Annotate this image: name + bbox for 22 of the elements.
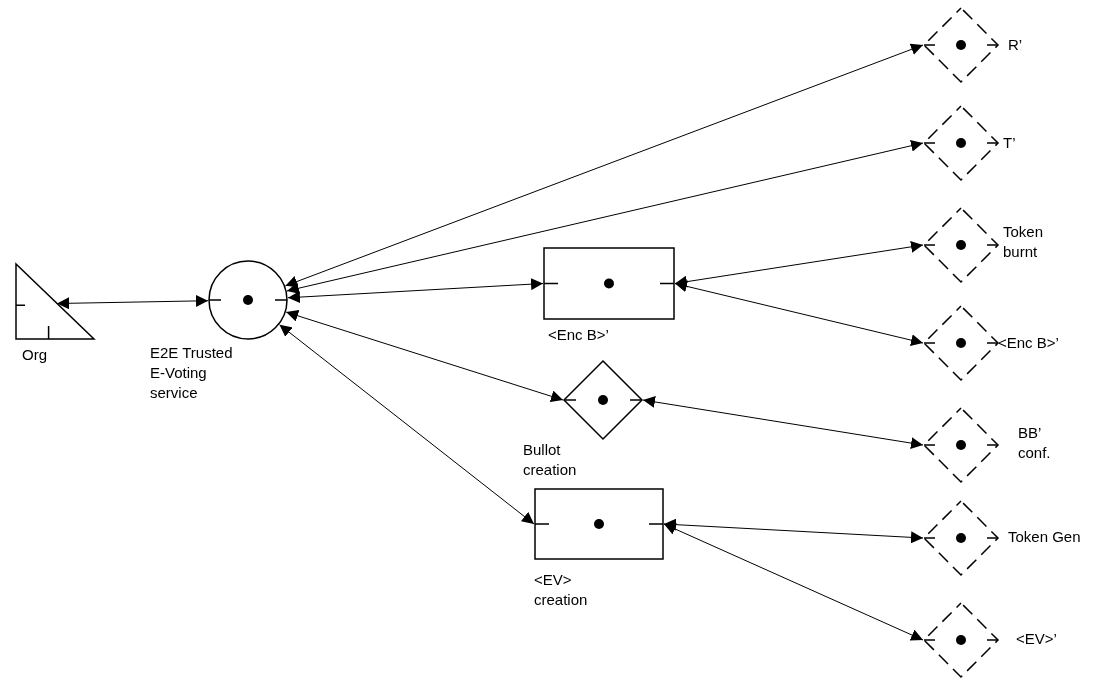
node-label: BB’ conf.	[1018, 423, 1052, 463]
node-label: Org	[22, 345, 48, 365]
arrow	[674, 280, 924, 347]
arrow	[286, 139, 924, 295]
arrow	[642, 396, 924, 449]
arrow	[284, 43, 924, 288]
node-label: <EV> creation	[534, 570, 589, 610]
arrow	[56, 294, 209, 310]
arrow	[285, 310, 564, 403]
arrow	[663, 523, 924, 641]
node-label: E2E Trusted E-Voting service	[150, 343, 234, 403]
node-label: Bullot creation	[523, 440, 578, 480]
node-label: <Enc B>’	[548, 325, 610, 345]
node-label: <Enc B>’	[998, 333, 1060, 353]
node-label: Token burnt	[1003, 222, 1045, 262]
arrow	[279, 324, 535, 525]
node-label: <EV>’	[1016, 629, 1058, 649]
node-label: T’	[1003, 133, 1017, 153]
node-label: R’	[1008, 35, 1024, 55]
arrow	[663, 518, 924, 544]
arrow	[287, 278, 544, 304]
node-label: Token Gen	[1008, 527, 1082, 547]
